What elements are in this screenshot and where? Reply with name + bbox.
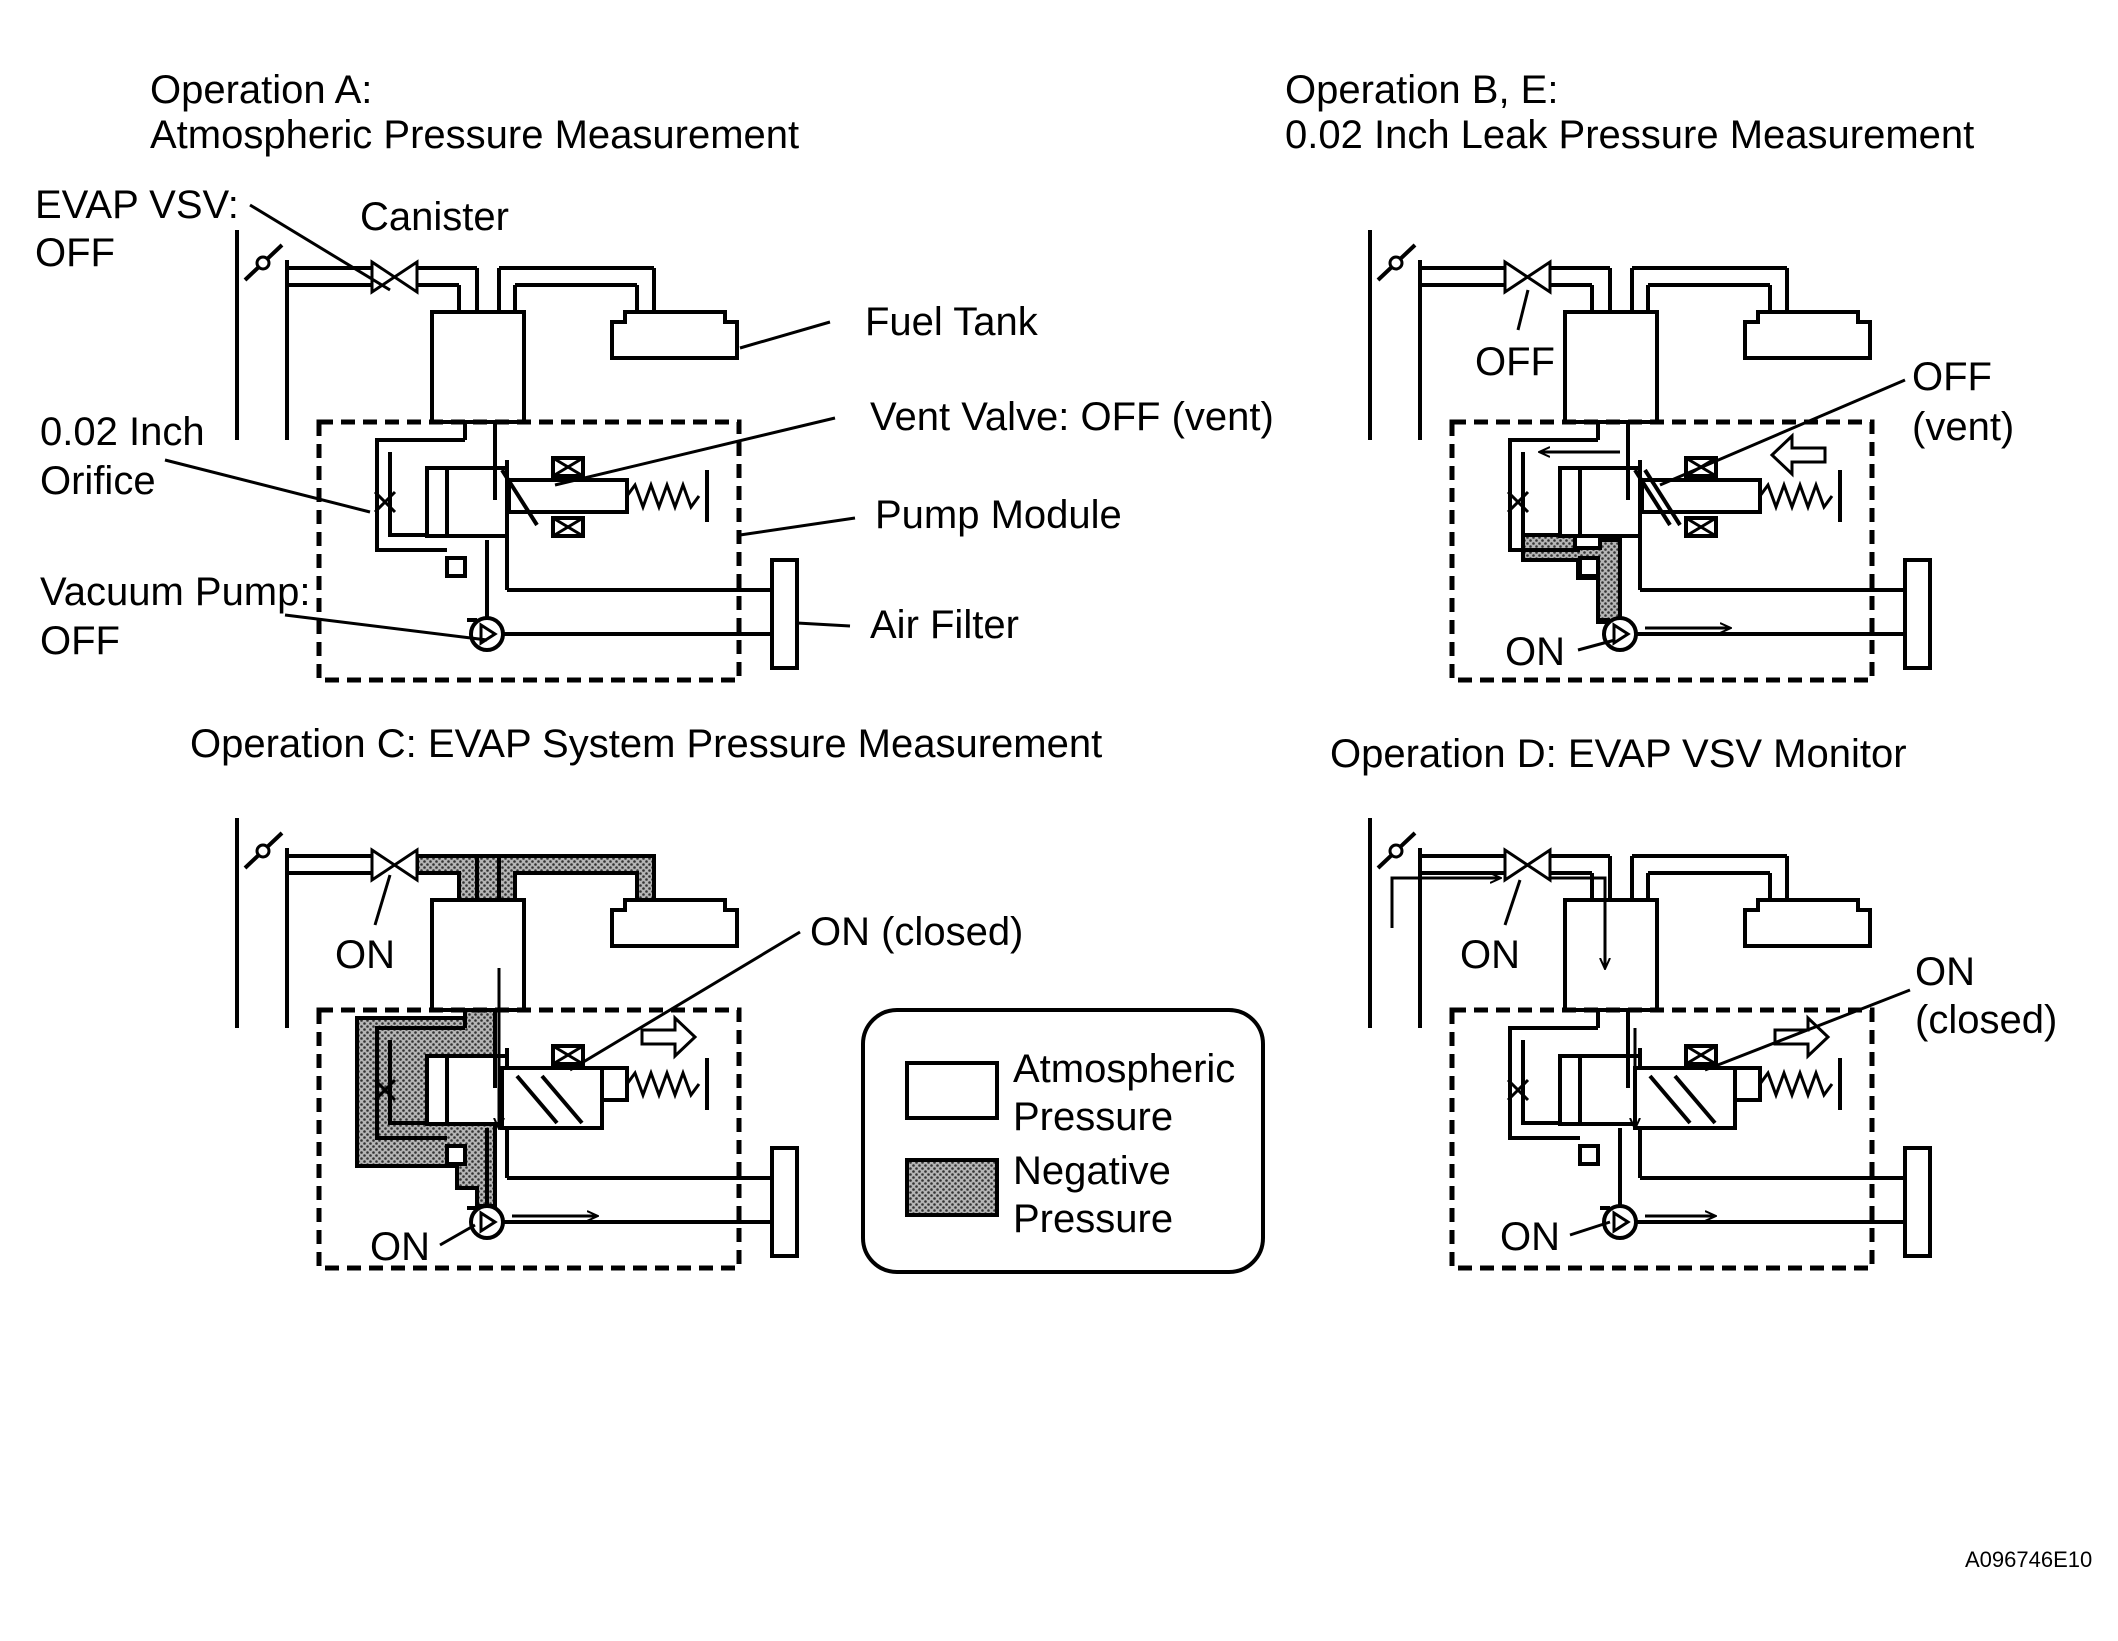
legend-negative-line1: Negative [1013, 1149, 1171, 1193]
panel-c-pump-state: ON [370, 1225, 430, 1269]
panel-a-title-line2: Atmospheric Pressure Measurement [150, 113, 799, 157]
panel-c-vent-state: ON (closed) [810, 910, 1023, 954]
orifice-label-line1: 0.02 Inch [40, 410, 205, 454]
panel-c: Operation C: EVAP System Pressure Measur… [190, 722, 1102, 1269]
legend-swatch-atmospheric [905, 1061, 999, 1120]
panel-b-title-line1: Operation B, E: [1285, 68, 1558, 112]
panel-a-schematic [237, 230, 797, 680]
panel-b-pump-state: ON [1505, 630, 1565, 674]
panel-d-vsv-state: ON [1460, 933, 1520, 977]
panel-b-vent-state-line2: (vent) [1912, 405, 2014, 449]
panel-d-title: Operation D: EVAP VSV Monitor [1330, 732, 1907, 776]
evap-vsv-label-line2: OFF [35, 231, 115, 275]
panel-d-pump-state: ON [1500, 1215, 1560, 1259]
legend: Atmospheric Pressure Negative Pressure [861, 1008, 1265, 1274]
fuel-tank-label: Fuel Tank [865, 300, 1039, 344]
legend-negative-line2: Pressure [1013, 1197, 1173, 1241]
vent-valve-label: Vent Valve: OFF (vent) [870, 395, 1274, 439]
panel-c-title: Operation C: EVAP System Pressure Measur… [190, 722, 1102, 766]
panel-d-vent-state-line1: ON [1915, 950, 1975, 994]
orifice-label-line2: Orifice [40, 459, 156, 503]
panel-b: Operation B, E: 0.02 Inch Leak Pressure … [1285, 68, 2014, 680]
legend-atmospheric-line1: Atmospheric [1013, 1047, 1235, 1091]
evap-vsv-label-line1: EVAP VSV: [35, 183, 239, 227]
vacuum-pump-label-line1: Vacuum Pump: [40, 570, 311, 614]
panel-c-schematic [237, 818, 797, 1268]
pump-module-label: Pump Module [875, 493, 1122, 537]
legend-atmospheric-line2: Pressure [1013, 1095, 1173, 1139]
canister-label: Canister [360, 195, 509, 239]
figure-code: A096746E10 [1965, 1547, 2092, 1572]
panel-b-vsv-state: OFF [1475, 340, 1555, 384]
air-filter-label: Air Filter [870, 603, 1019, 647]
panel-d-schematic [1370, 818, 1930, 1268]
panel-b-vent-state-line1: OFF [1912, 355, 1992, 399]
panel-b-schematic [1370, 230, 1930, 680]
panel-d: Operation D: EVAP VSV Monitor ON ON (clo… [1330, 732, 2057, 1268]
legend-swatch-negative [905, 1158, 999, 1217]
panel-c-vsv-state: ON [335, 933, 395, 977]
panel-d-vent-state-line2: (closed) [1915, 998, 2057, 1042]
panel-a: Operation A: Atmospheric Pressure Measur… [35, 68, 1274, 680]
vacuum-pump-label-line2: OFF [40, 619, 120, 663]
panel-a-title-line1: Operation A: [150, 68, 372, 112]
panel-b-title-line2: 0.02 Inch Leak Pressure Measurement [1285, 113, 1974, 157]
